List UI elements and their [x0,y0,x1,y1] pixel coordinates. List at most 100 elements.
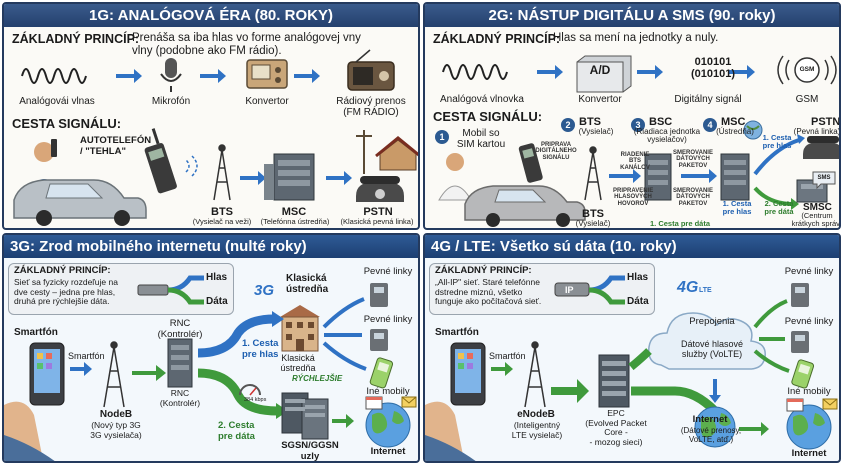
p3-hlas-label: Hlas [206,272,228,283]
sgsn-server-icon [281,392,329,440]
p2-bts-bottom-label: BTS [582,208,604,220]
p2-bsc-sub: (Riadiaca jednotka vysielačov) [633,127,701,145]
panel-3g: 3G: Zrod mobilného internetu (nulté roky… [2,233,420,463]
p4-enodeb-label: eNodeB [517,409,555,420]
enodeb-tower-icon [524,341,546,408]
globe-icon [743,120,763,140]
p4-internet-mid-sub: (Dátové prenosy, VoLTE, atď.) [680,426,742,444]
p2-msc-label: MSC [721,116,746,128]
panel-4g-title: 4G / LTE: Všetko sú dáta (10. roky) [425,235,839,258]
msc-server-icon [720,153,750,201]
ip-cable-splitter-icon [554,275,625,305]
landline-phone-icon [791,283,809,307]
radio-icon [347,49,395,91]
p3-internet-label: Internet [370,446,406,457]
mobile-phone-icon [369,357,394,389]
flow-arrows-1g [116,69,320,83]
bts-tower-icon [584,146,602,201]
step-1-badge: 1 [435,130,449,144]
p3-smartfon2-label: Smartfón [68,351,105,361]
panel-1g: 1G: ANALÓGOVÁ ÉRA (80. ROKY) ZÁKLADNÝ PR… [2,2,420,230]
p4-epc-label: EPC (Evolved Packet Core - - mozog sieci… [585,408,647,447]
ad-label: A/D [589,63,611,77]
p4-princip-text: „All-IP" sieť. Staré telefónne dstredne … [435,277,542,307]
p3-ine-label: Iné mobily [366,386,410,397]
p2-flow-wave-label: Analógová vlnovka [440,94,524,105]
p4-internet2-label: Internet [791,448,827,459]
p1-flow-mic-label: Mikrofón [151,96,191,107]
email-icon [401,396,417,408]
bits-label: 010101 (010101) [690,56,736,81]
p1-cesta-label: CESTA SIGNÁLU: [12,116,122,131]
step-4-badge: 4 [703,118,717,132]
bsc-server-icon [644,153,672,201]
p3-3g-badge: 3G [254,282,275,299]
p4-smartfon2-label: Smartfón [489,351,526,361]
step-2-badge: 2 [561,118,575,132]
p2-riadenie-label: RIADENIE BTS KANÁLOV [620,152,650,171]
cloud-icon [648,312,766,370]
p2-flow-digital-label: Digitálny signál [674,94,742,105]
panel-2g: 2G: NÁSTUP DIGITÁLU A SMS (90. roky) ZÁK… [423,2,841,230]
landline-phone-icon [356,176,404,202]
globe-icon [694,406,736,448]
p4-lte-badge: LTE [699,287,712,294]
sms-bubble-icon [812,171,836,190]
p3-rnc-bottom-label: RNC (Kontrolér) [159,388,201,408]
p1-bts-sub: (Vysielač na veži) [192,217,252,226]
smartphone-icon [29,342,65,406]
gsm-icon-label: GSM [799,66,815,73]
p4-pevne1-label: Pevné linky [784,266,834,277]
p4-volte-label: Dátové hlasové služby (VoLTE) [680,339,744,360]
p4-data-label: Dáta [627,296,649,307]
p1-princip-label: ZÁKLADNÝ PRINCÍP: [12,32,140,46]
flow-arrows-2g [537,65,755,79]
p2-smerovanie1-label: SMEROVANIE DÁTOVÝCH PAKETOV [673,150,713,169]
p3-speed-label: 384 kbps [244,397,267,403]
p2-cesta-label: CESTA SIGNÁLU: [433,109,543,124]
p1-princip-text: Prenáša sa iba hlas vo forme analógovej … [132,32,361,57]
p2-flow-gsm-label: GSM [795,94,819,105]
p2-pripravene-label: PRIPRAVENIE HLASOVÝCH HOVOROV [613,188,654,207]
p1-flow-converter-label: Konvertor [245,96,289,107]
landline-phone-icon [791,331,809,353]
browser-window-icon [786,398,804,412]
p1-flow-wave-label: Analógovái vlnas [19,96,95,107]
p3-pevne2-label: Pevné linky [363,314,413,325]
panel-1g-title: 1G: ANALÓGOVÁ ÉRA (80. ROKY) [4,4,418,27]
p3-princip-box [8,263,234,315]
p2-smerovanie2-label: SMEROVANIE DÁTOVÝCH PAKETOV [673,188,713,207]
p3-pevne1-label: Pevné linky [363,266,413,277]
p2-cesta-data-bot: 1. Cesta pre dáta [649,219,711,228]
bts-tower-icon [213,144,231,201]
p1-autotelefon-label: AUTOTELEFÓN / "TEHLA" [80,135,152,157]
landline-phone-icon [803,136,839,159]
car-icon [13,179,147,226]
p2-flow-converter-label: Konvertor [578,94,622,105]
p2-smsc-label: SMSC [803,202,832,213]
microphone-icon [160,58,182,92]
p2-pripravena-label: PRIPRAVA DIGITÁLNEHO SIGNÁLU [535,142,577,161]
p3-klasicka-label: Klasická ústredňa [286,273,329,296]
panel-2g-title: 2G: NÁSTUP DIGITÁLU A SMS (90. roky) [425,4,839,27]
p3-cesta-data: 2. Cesta pre dáta [218,420,255,442]
globe-icon [365,402,411,448]
analog-wave-icon [442,64,508,80]
globe-icon [786,404,832,450]
panel-3g-title: 3G: Zrod mobilného internetu (nulté roky… [4,235,418,258]
analog-wave-icon [21,68,87,84]
p1-pstn-label: PSTN [363,206,393,218]
p2-bts-top-label: BTS [579,116,601,128]
p3-data-label: Dáta [206,296,228,307]
landline-phone-icon [370,283,388,307]
p4-ip-label: IP [565,285,574,295]
sms-icon-label: SMS [817,175,831,181]
p3-nodeb-label: NodeB [99,409,133,420]
p4-pevne2-label: Pevné linky [784,316,834,327]
step-3-badge: 3 [631,118,645,132]
p3-nodeb-sub: (Nový typ 3G 3G vysielača) [90,420,142,440]
gsm-signal-icon [777,55,837,85]
converter-icon [246,59,288,89]
p2-princip-text: Hlas sa mení na jednotky a nuly. [553,32,719,44]
email-icon [822,398,838,410]
